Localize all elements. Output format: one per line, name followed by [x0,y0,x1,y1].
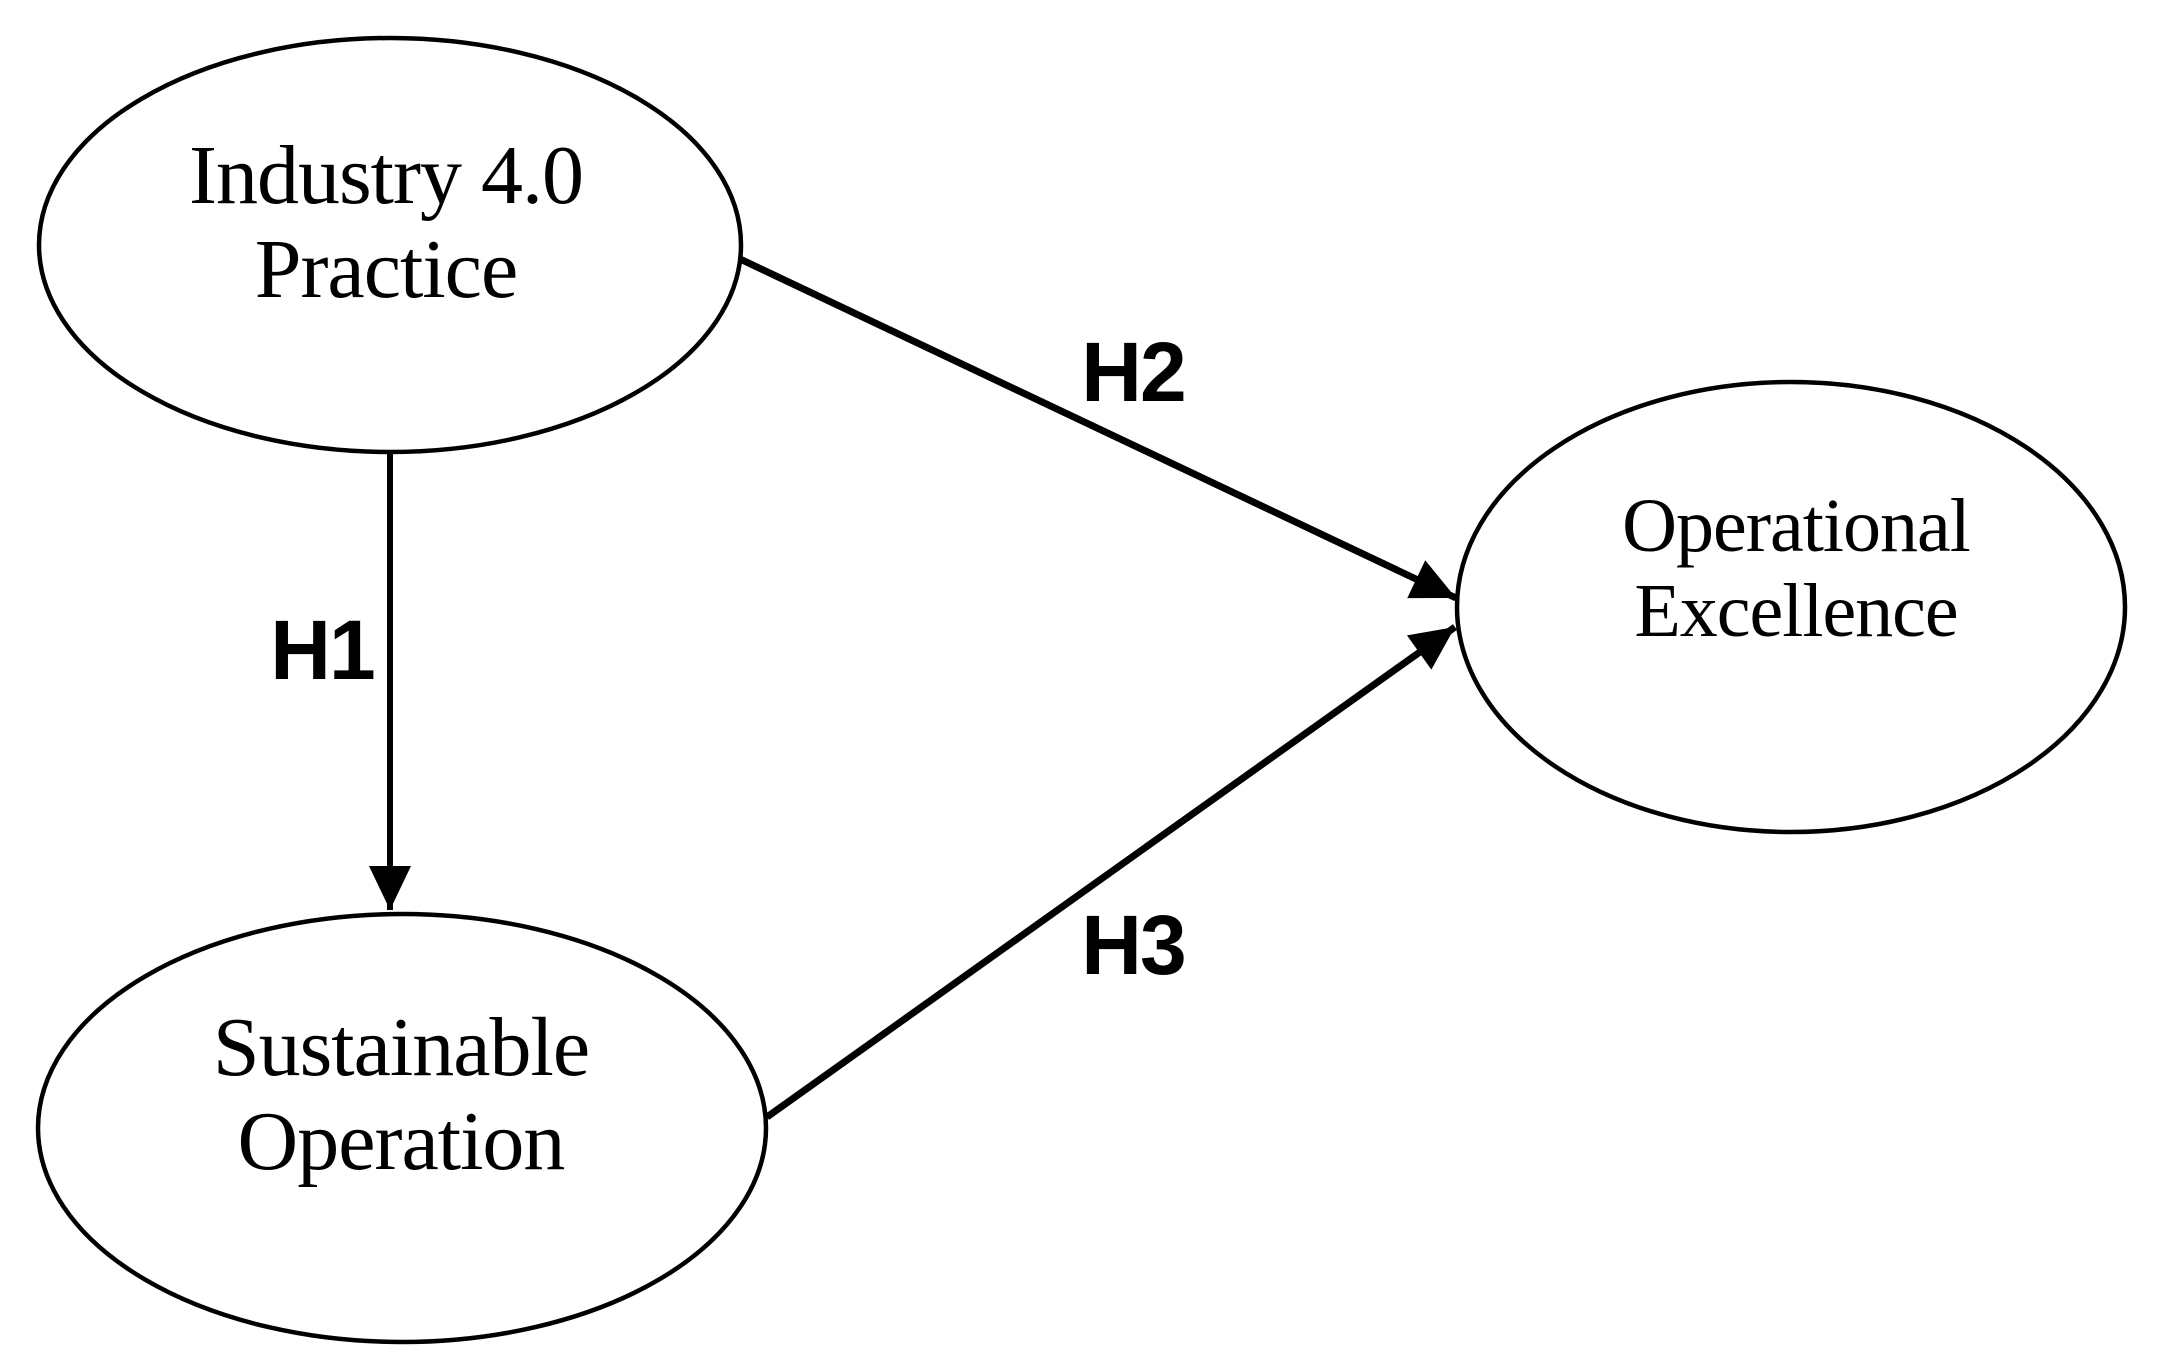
arrowhead-icon-h2 [1407,560,1456,599]
node-ellipse-operational-excellence [1454,379,2128,835]
edge-line-h2 [736,254,1458,602]
arrowhead-icon-h3 [1406,627,1455,670]
node-ellipse-industry-40-practice [36,35,744,455]
arrowhead-icon-h1 [369,866,411,910]
node-ellipse-sustainable-operation [35,911,769,1345]
edge-line-h3 [764,624,1458,1120]
